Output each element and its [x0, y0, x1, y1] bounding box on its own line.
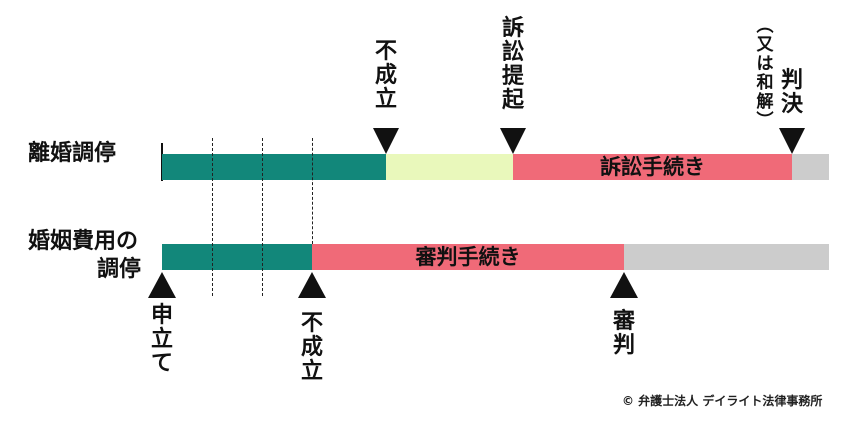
marker-failure-top-label: 不成立	[374, 39, 397, 112]
marker-trial-triangle	[610, 272, 638, 298]
marker-judgment-note: ︵又は和解︶	[756, 16, 774, 131]
session-line-2	[262, 138, 263, 296]
session-line-3	[312, 138, 313, 244]
bar-divorce-mediation	[162, 154, 386, 180]
marker-failure-bottom-triangle	[298, 272, 326, 298]
bar-trial-procedure-label: 審判手続き	[415, 245, 521, 269]
marker-application-label: 申立て	[150, 303, 173, 376]
marker-failure-bottom-label: 不成立	[300, 311, 323, 384]
bar-trial-procedure	[312, 244, 624, 270]
marker-judgment-triangle	[779, 128, 805, 154]
bar-after-trial	[624, 244, 829, 270]
row-label-living-cost-mediation-2: 調停	[97, 257, 142, 282]
bar-after-judgment	[792, 154, 829, 180]
bar-lawsuit-procedure	[513, 154, 792, 180]
marker-trial-label: 審判	[612, 309, 635, 358]
marker-lawsuit-filed-label: 訴訟提起	[501, 16, 524, 113]
marker-failure-top-triangle	[373, 128, 399, 154]
copyright-credit: © 弁護士法人 デイライト法律事務所	[622, 394, 823, 408]
row-label-living-cost-mediation-1: 婚姻費用の	[28, 229, 139, 254]
session-line-1	[212, 138, 213, 296]
row-label-divorce-mediation: 離婚調停	[28, 141, 117, 166]
marker-application-triangle	[148, 272, 176, 298]
bar-after-failure	[386, 154, 513, 180]
marker-lawsuit-filed-triangle	[500, 128, 526, 154]
bar-lawsuit-procedure-label: 訴訟手続き	[600, 155, 705, 179]
marker-judgment-label: 判決	[780, 68, 803, 117]
bar-living-cost-mediation	[162, 244, 312, 270]
